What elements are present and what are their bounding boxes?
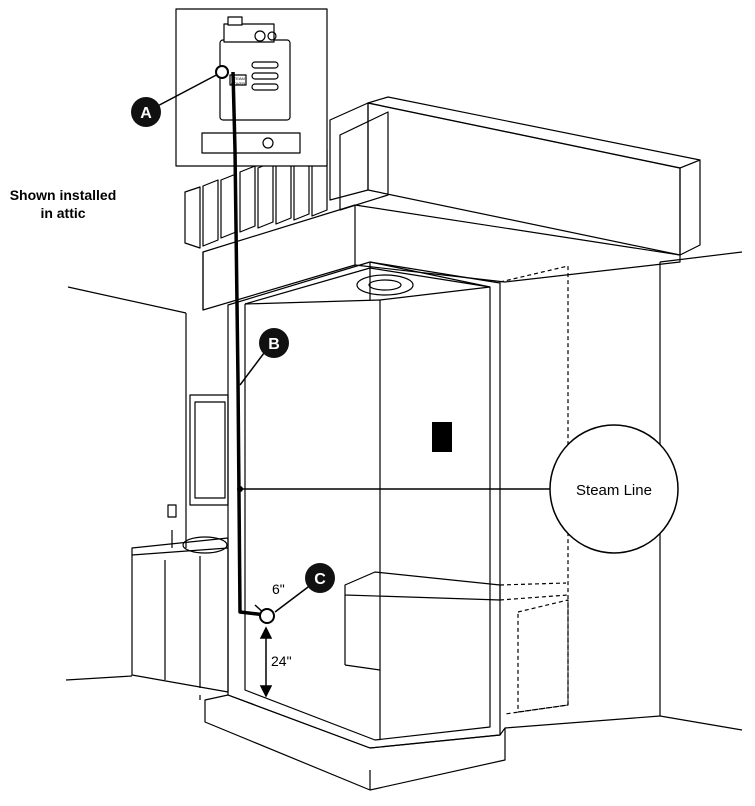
steam-line-callout: Steam Line	[549, 424, 679, 554]
marker-c: C	[305, 563, 335, 593]
steam-control-panel	[432, 422, 452, 452]
steam-line-pipe	[231, 71, 267, 617]
vanity	[131, 394, 229, 693]
steam-line-point	[237, 486, 243, 492]
generator-label-line-2: COVER	[231, 81, 245, 86]
steam-generator-panel	[175, 8, 328, 167]
leader-lines	[149, 71, 550, 616]
attic-joists	[184, 96, 701, 311]
shower-enclosure	[204, 261, 506, 791]
marker-a-label: A	[140, 105, 152, 122]
steam-head-icon	[259, 608, 275, 624]
generator-outlet	[215, 65, 229, 79]
generator-label-line-1: STEAM	[231, 76, 245, 81]
marker-b-label: B	[268, 336, 280, 353]
steam-line-callout-label: Steam Line	[576, 482, 652, 499]
offset-dimension-label: 6"	[272, 581, 285, 597]
marker-a: A	[131, 97, 161, 127]
installation-note: Shown installed in attic	[4, 186, 122, 222]
marker-c-label: C	[314, 571, 326, 588]
installation-note-line-2: in attic	[40, 205, 86, 221]
installation-note-line-1: Shown installed	[9, 187, 117, 203]
height-dimension-label: 24"	[271, 653, 292, 669]
marker-b: B	[259, 328, 289, 358]
height-dimension-arrow	[259, 626, 273, 698]
